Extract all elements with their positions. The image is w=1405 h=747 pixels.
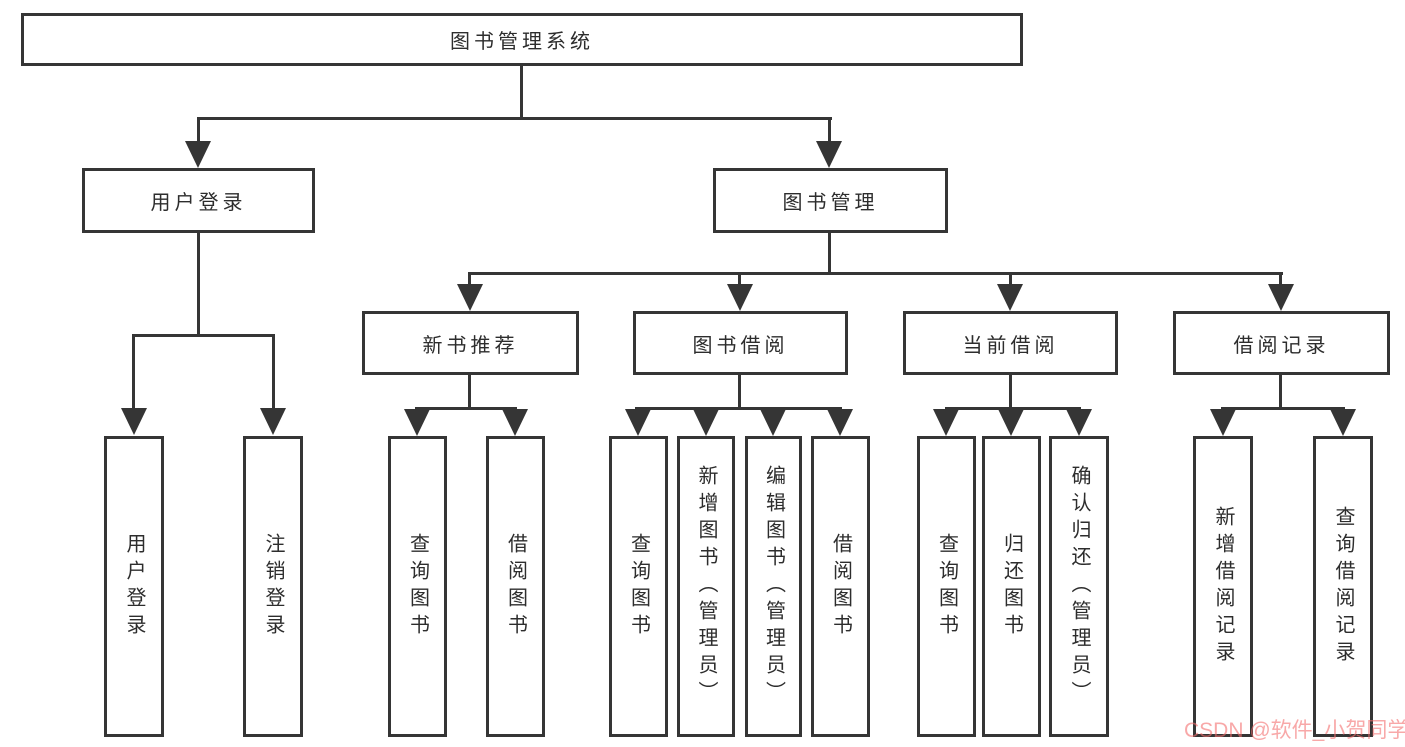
leaf-borrow-borrow: 借阅图书 [811,436,870,737]
arrowhead-down-icon [760,409,786,436]
arrowhead-down-icon [1268,284,1294,311]
leaf-record-add: 新增借阅记录 [1193,436,1253,737]
leaf-current-confirm: 确认归还（管理员） [1049,436,1109,737]
arrowhead-down-icon [260,408,286,435]
leaf-newbook-borrow: 借阅图书 [486,436,545,737]
arrowhead-down-icon [816,141,842,168]
connector-line [197,117,200,143]
leaf-current-return: 归还图书 [982,436,1041,737]
connector-line [468,272,471,286]
arrowhead-down-icon [1066,409,1092,436]
node-new-book-recommend-label: 新书推荐 [422,334,519,357]
arrowhead-down-icon [727,284,753,311]
node-user-login: 用户登录 [82,168,315,233]
arrowhead-down-icon [933,409,959,436]
connector-line [197,117,832,120]
leaf-borrow-add: 新增图书（管理员） [677,436,735,737]
leaf-record-add-label: 新增借阅记录 [1212,505,1234,668]
leaf-user-login: 用户登录 [104,436,164,737]
leaf-current-query: 查询图书 [917,436,976,737]
connector-line [415,407,517,410]
arrowhead-down-icon [404,409,430,436]
connector-line [738,272,741,286]
connector-line [738,375,741,409]
arrowhead-down-icon [997,284,1023,311]
leaf-record-query-label: 查询借阅记录 [1332,505,1354,668]
node-book-borrow: 图书借阅 [633,311,848,375]
node-borrow-record: 借阅记录 [1173,311,1390,375]
leaf-newbook-query-label: 查询图书 [406,532,429,641]
connector-line [635,407,842,410]
arrowhead-down-icon [502,409,528,436]
leaf-newbook-borrow-label: 借阅图书 [504,532,527,641]
arrowhead-down-icon [457,284,483,311]
leaf-borrow-query: 查询图书 [609,436,668,737]
leaf-current-query-label: 查询图书 [935,532,958,641]
node-root: 图书管理系统 [21,13,1023,66]
node-new-book-recommend: 新书推荐 [362,311,579,375]
connector-line [828,117,831,143]
arrowhead-down-icon [1210,409,1236,436]
connector-line [132,334,135,410]
arrowhead-down-icon [1330,409,1356,436]
arrowhead-down-icon [998,409,1024,436]
node-root-label: 图书管理系统 [450,31,594,53]
arrowhead-down-icon [693,409,719,436]
leaf-logout: 注销登录 [243,436,303,737]
connector-line [1279,272,1282,286]
connector-line [468,375,471,409]
connector-line [272,334,275,410]
leaf-current-confirm-label: 确认归还（管理员） [1068,465,1090,708]
leaf-borrow-add-label: 新增图书（管理员） [695,465,717,708]
leaf-borrow-edit-label: 编辑图书（管理员） [762,465,785,708]
connector-line [828,233,831,274]
connector-line [197,233,200,336]
arrowhead-down-icon [827,409,853,436]
connector-line [945,407,1081,410]
node-user-login-label: 用户登录 [150,192,247,214]
connector-line [1009,272,1012,286]
leaf-borrow-query-label: 查询图书 [627,532,650,641]
arrowhead-down-icon [625,409,651,436]
leaf-logout-label: 注销登录 [262,532,284,641]
leaf-borrow-edit: 编辑图书（管理员） [745,436,802,737]
node-current-borrow: 当前借阅 [903,311,1118,375]
connector-line [520,66,523,118]
csdn-watermark: CSDN @软件_小贺同学 [1184,719,1405,742]
connector-line [132,334,275,337]
leaf-user-login-label: 用户登录 [123,532,145,641]
leaf-current-return-label: 归还图书 [1000,532,1023,641]
connector-line [468,272,1283,275]
leaf-borrow-borrow-label: 借阅图书 [829,532,852,641]
node-book-management-label: 图书管理 [782,192,879,214]
leaf-newbook-query: 查询图书 [388,436,447,737]
node-book-borrow-label: 图书借阅 [692,334,789,357]
connector-line [1009,375,1012,409]
node-current-borrow-label: 当前借阅 [962,334,1059,357]
connector-line [1221,407,1345,410]
node-borrow-record-label: 借阅记录 [1233,334,1330,357]
node-book-management: 图书管理 [713,168,948,233]
arrowhead-down-icon [185,141,211,168]
connector-line [1279,375,1282,409]
arrowhead-down-icon [121,408,147,435]
leaf-record-query: 查询借阅记录 [1313,436,1373,737]
